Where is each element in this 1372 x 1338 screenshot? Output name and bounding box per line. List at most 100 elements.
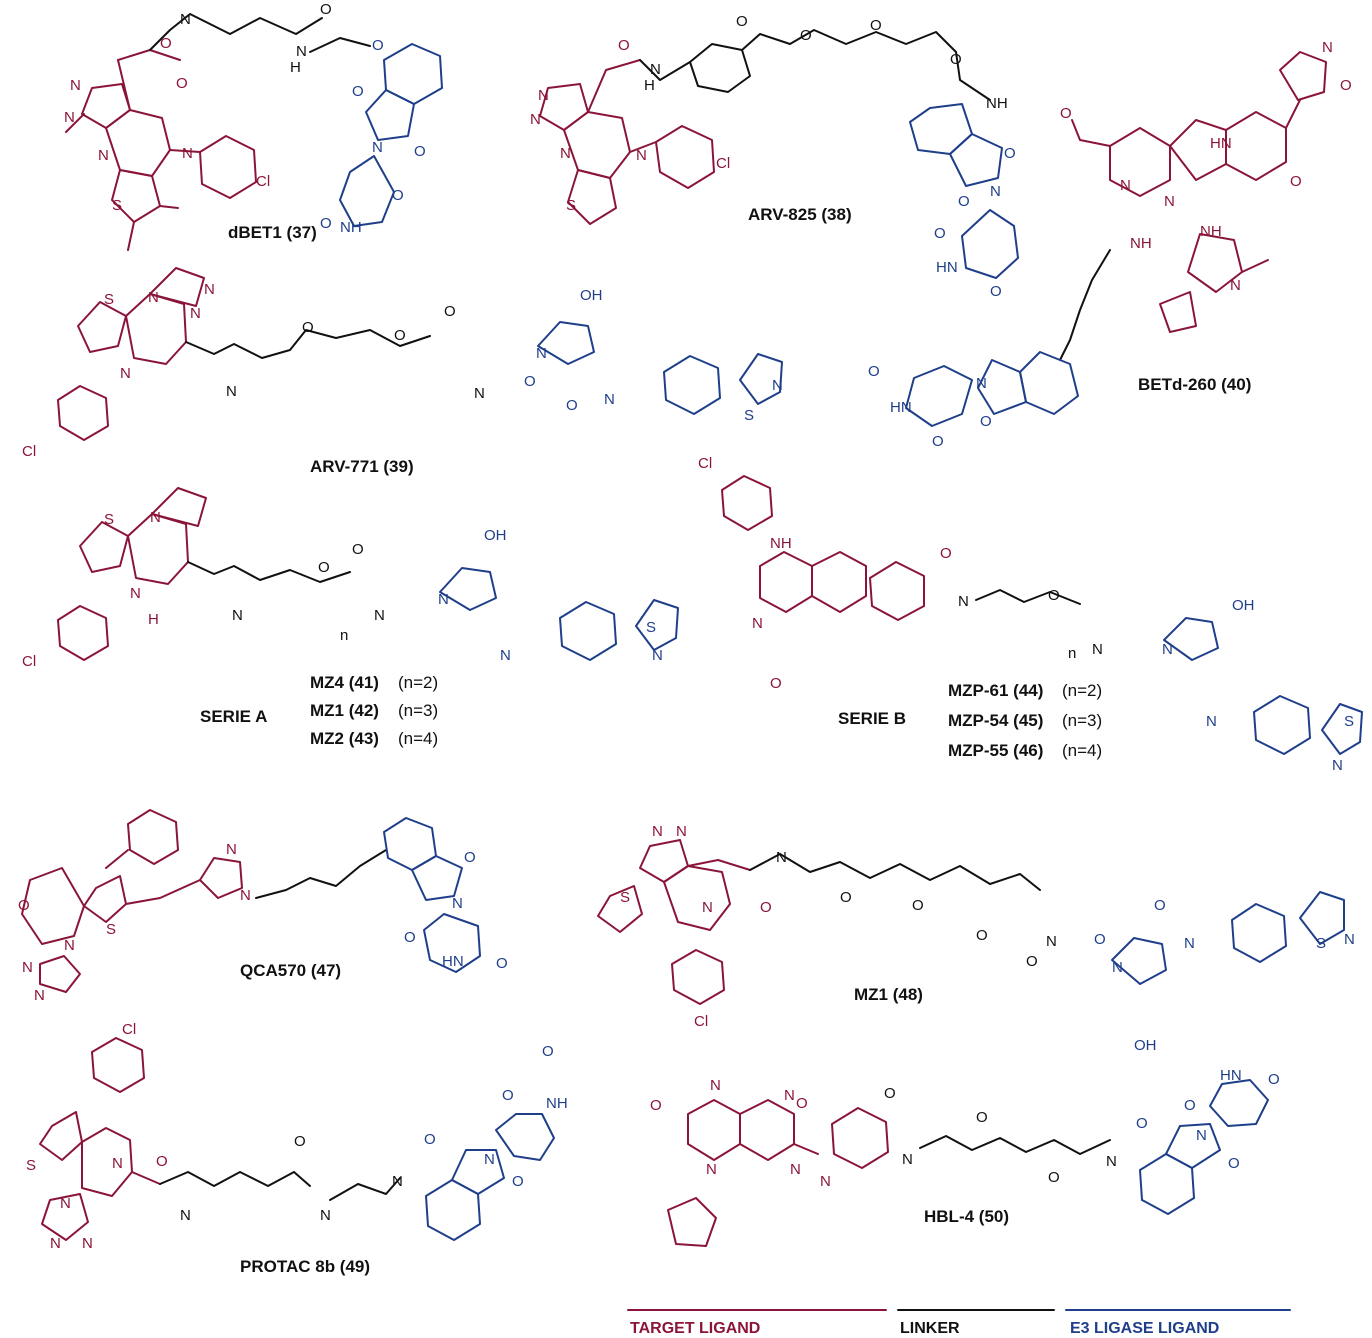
structure-protac-8b: Cl S N N N N O N O N N O O N O NH O PROT… xyxy=(26,1021,568,1276)
svg-text:Cl: Cl xyxy=(122,1021,136,1038)
svg-text:O: O xyxy=(870,17,882,34)
svg-text:O: O xyxy=(760,899,772,916)
svg-text:O: O xyxy=(1290,173,1302,190)
structure-betd260: O N O HN N N O NH NH N O N O HN O BETd-2… xyxy=(868,39,1352,450)
svg-text:N: N xyxy=(958,593,969,610)
svg-text:OH: OH xyxy=(1232,597,1255,614)
svg-text:O: O xyxy=(320,1,332,18)
structure-dbet1: Cl N N N N S O O N H N O O O O N O NH O … xyxy=(64,1,443,251)
svg-text:N: N xyxy=(474,385,485,402)
svg-text:O: O xyxy=(1048,587,1060,604)
label-arv771: ARV-771 (39) xyxy=(310,457,414,476)
svg-text:N: N xyxy=(180,1207,191,1224)
svg-text:N: N xyxy=(130,585,141,602)
svg-text:S: S xyxy=(104,291,114,308)
svg-text:O: O xyxy=(868,363,880,380)
svg-text:N: N xyxy=(702,899,713,916)
svg-text:O: O xyxy=(542,1043,554,1060)
svg-text:N: N xyxy=(372,139,383,156)
svg-text:N: N xyxy=(536,345,547,362)
svg-text:O: O xyxy=(990,283,1002,300)
svg-text:O: O xyxy=(770,675,782,692)
svg-text:NH: NH xyxy=(770,535,792,552)
svg-text:O: O xyxy=(958,193,970,210)
structure-qca570: O S N N N N N O N O HN O QCA570 (47) xyxy=(18,809,508,1004)
svg-text:NH: NH xyxy=(1200,223,1222,240)
svg-text:S: S xyxy=(106,921,116,938)
svg-text:S: S xyxy=(112,197,122,214)
svg-text:N: N xyxy=(976,375,987,392)
svg-text:S: S xyxy=(646,619,656,636)
svg-text:N: N xyxy=(604,391,615,408)
svg-text:O: O xyxy=(1184,1097,1196,1114)
svg-text:N: N xyxy=(710,1077,721,1094)
serie-b-row-1-n: (n=2) xyxy=(1062,681,1102,700)
svg-text:H: H xyxy=(644,77,655,94)
svg-text:O: O xyxy=(1154,897,1166,914)
svg-text:O: O xyxy=(940,545,952,562)
structure-serie-a: S N N H Cl N O n O N N OH N S N SERIE A … xyxy=(22,487,679,748)
svg-text:N: N xyxy=(180,11,191,28)
svg-text:O: O xyxy=(1136,1115,1148,1132)
label-dbet1: dBET1 (37) xyxy=(228,223,317,242)
svg-text:N: N xyxy=(1164,193,1175,210)
structure-serie-b: Cl NH N O O N O n N N OH N S N SERIE B M… xyxy=(698,455,1363,774)
svg-text:Cl: Cl xyxy=(22,443,36,460)
structure-mz1-48: S N N N Cl O N O O O O N N OH O O N S N … xyxy=(597,823,1355,1054)
svg-text:O: O xyxy=(512,1173,524,1190)
svg-text:OH: OH xyxy=(484,527,507,544)
svg-text:O: O xyxy=(444,303,456,320)
svg-text:N: N xyxy=(676,823,687,840)
legend-target-label: TARGET LIGAND xyxy=(630,1320,760,1337)
svg-text:O: O xyxy=(840,889,852,906)
svg-text:O: O xyxy=(976,927,988,944)
svg-text:O: O xyxy=(796,1095,808,1112)
svg-text:S: S xyxy=(1316,935,1326,952)
svg-text:O: O xyxy=(156,1153,168,1170)
svg-text:O: O xyxy=(320,215,332,232)
serie-b-row-1-name: MZP-61 (44) xyxy=(948,681,1043,700)
label-protac-8b: PROTAC 8b (49) xyxy=(240,1257,370,1276)
svg-text:O: O xyxy=(1340,77,1352,94)
svg-text:S: S xyxy=(26,1157,36,1174)
svg-text:O: O xyxy=(1004,145,1016,162)
structure-arv825: O N N N N S Cl H N O O O O NH O O N O HN… xyxy=(530,13,1019,300)
svg-text:N: N xyxy=(1092,641,1103,658)
svg-text:N: N xyxy=(784,1087,795,1104)
structure-arv771: S N N N N Cl N O O O N O N OH O N S N AR… xyxy=(22,267,783,476)
svg-text:O: O xyxy=(160,35,172,52)
svg-text:O: O xyxy=(294,1133,306,1150)
label-mz1-48: MZ1 (48) xyxy=(854,985,923,1004)
svg-text:N: N xyxy=(1106,1153,1117,1170)
legend-linker-label: LINKER xyxy=(900,1320,960,1337)
svg-text:N: N xyxy=(1322,39,1333,56)
svg-text:Cl: Cl xyxy=(694,1013,708,1030)
svg-text:O: O xyxy=(934,225,946,242)
svg-text:O: O xyxy=(932,433,944,450)
svg-text:O: O xyxy=(1060,105,1072,122)
serie-a-row-2-name: MZ1 (42) xyxy=(310,701,379,720)
svg-text:O: O xyxy=(800,27,812,44)
svg-text:N: N xyxy=(1344,931,1355,948)
svg-text:S: S xyxy=(104,511,114,528)
svg-text:O: O xyxy=(302,319,314,336)
serie-a-row-3-n: (n=4) xyxy=(398,729,438,748)
svg-text:N: N xyxy=(1230,277,1241,294)
svg-text:N: N xyxy=(98,147,109,164)
svg-text:N: N xyxy=(1206,713,1217,730)
svg-text:O: O xyxy=(1228,1155,1240,1172)
svg-text:N: N xyxy=(652,823,663,840)
svg-text:Cl: Cl xyxy=(698,455,712,472)
svg-text:NH: NH xyxy=(1130,235,1152,252)
svg-text:O: O xyxy=(980,413,992,430)
label-hbl4: HBL-4 (50) xyxy=(924,1207,1009,1226)
svg-text:S: S xyxy=(620,889,630,906)
svg-text:Cl: Cl xyxy=(716,155,730,172)
svg-text:N: N xyxy=(452,895,463,912)
svg-text:O: O xyxy=(1026,953,1038,970)
svg-text:HN: HN xyxy=(1220,1067,1242,1084)
svg-text:N: N xyxy=(650,61,661,78)
svg-text:O: O xyxy=(912,897,924,914)
svg-text:N: N xyxy=(538,87,549,104)
svg-text:NH: NH xyxy=(986,95,1008,112)
